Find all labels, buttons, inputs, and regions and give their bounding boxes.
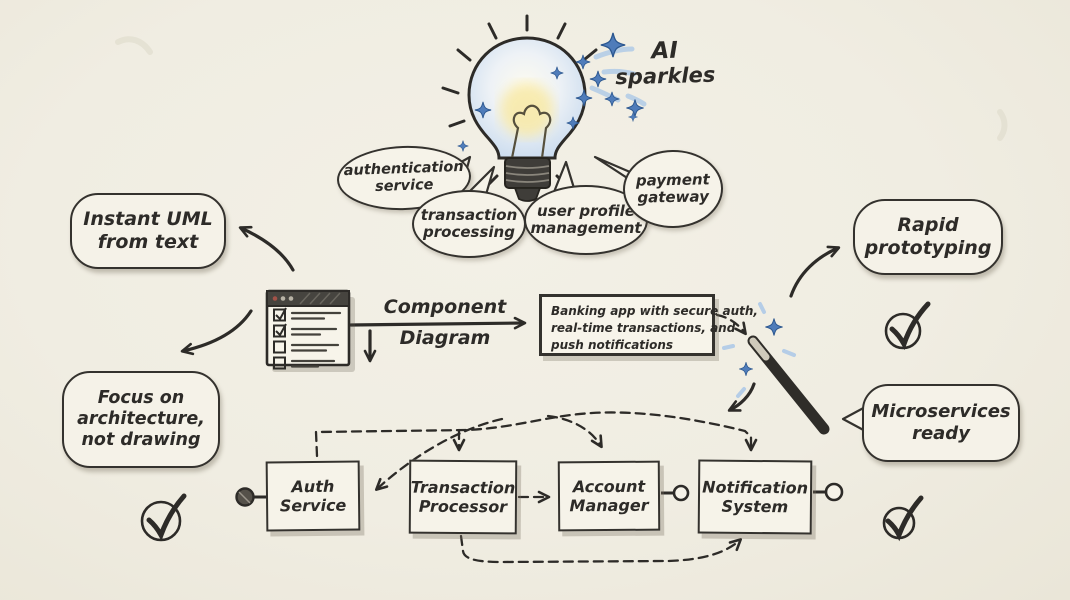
checkmark-icons <box>140 301 931 542</box>
bubble-label: payment gateway <box>635 170 710 207</box>
benefit-label: Microservices ready <box>871 401 1011 444</box>
benefit-instant-uml: Instant UML from text <box>70 193 226 269</box>
component-label: Transaction Processor <box>410 477 516 517</box>
sparkle-icons <box>457 32 647 152</box>
checklist-icon <box>265 289 355 372</box>
benefit-rapid-prototyping: Rapid prototyping <box>853 199 1003 275</box>
checkmark-icon <box>884 301 931 351</box>
arrows <box>180 225 841 412</box>
checkmark-icon <box>140 493 187 542</box>
dashed-connectors <box>314 313 758 564</box>
benefit-microservices-ready: Microservices ready <box>862 384 1020 462</box>
ai-sparkles-label: AI sparkles <box>614 37 716 90</box>
arrow-label-line2: Diagram <box>399 327 491 349</box>
ai-sparkles-line1: AI <box>651 37 679 65</box>
bubble-label: transaction processing <box>420 205 518 241</box>
prompt-line: Banking app with secure auth, <box>551 304 758 318</box>
lightbulb-icon <box>441 14 598 202</box>
component-transaction-processor: Transaction Processor <box>408 459 518 535</box>
benefit-label: Focus on architecture, not drawing <box>77 388 205 450</box>
benefit-label: Instant UML from text <box>83 208 213 253</box>
component-label: Notification System <box>702 477 809 517</box>
prompt-text-box: Banking app with secure auth, real-time … <box>539 294 758 356</box>
component-label: Auth Service <box>279 476 347 516</box>
paper-smudges <box>115 36 1008 141</box>
bubble-label: user profile management <box>530 201 642 237</box>
component-auth-service: Auth Service <box>265 460 361 532</box>
ai-sparkles-line2: sparkles <box>615 62 716 90</box>
uml-connectors <box>235 482 844 507</box>
component-account-manager: Account Manager <box>557 460 661 532</box>
magic-wand-icon <box>722 302 830 435</box>
component-label: Account Manager <box>569 476 649 516</box>
prompt-line: push notifications <box>551 337 674 352</box>
benefit-label: Rapid prototyping <box>864 214 992 259</box>
checkmark-icon <box>882 495 924 542</box>
bubble-transaction-processing: transaction processing <box>412 190 526 258</box>
arrow-label-line1: Component <box>383 296 507 318</box>
component-diagram-arrow-label: Component Diagram <box>378 292 512 354</box>
component-notification-system: Notification System <box>697 459 813 535</box>
benefit-focus-architecture: Focus on architecture, not drawing <box>62 371 220 468</box>
prompt-line: real-time transactions, and <box>551 320 736 335</box>
